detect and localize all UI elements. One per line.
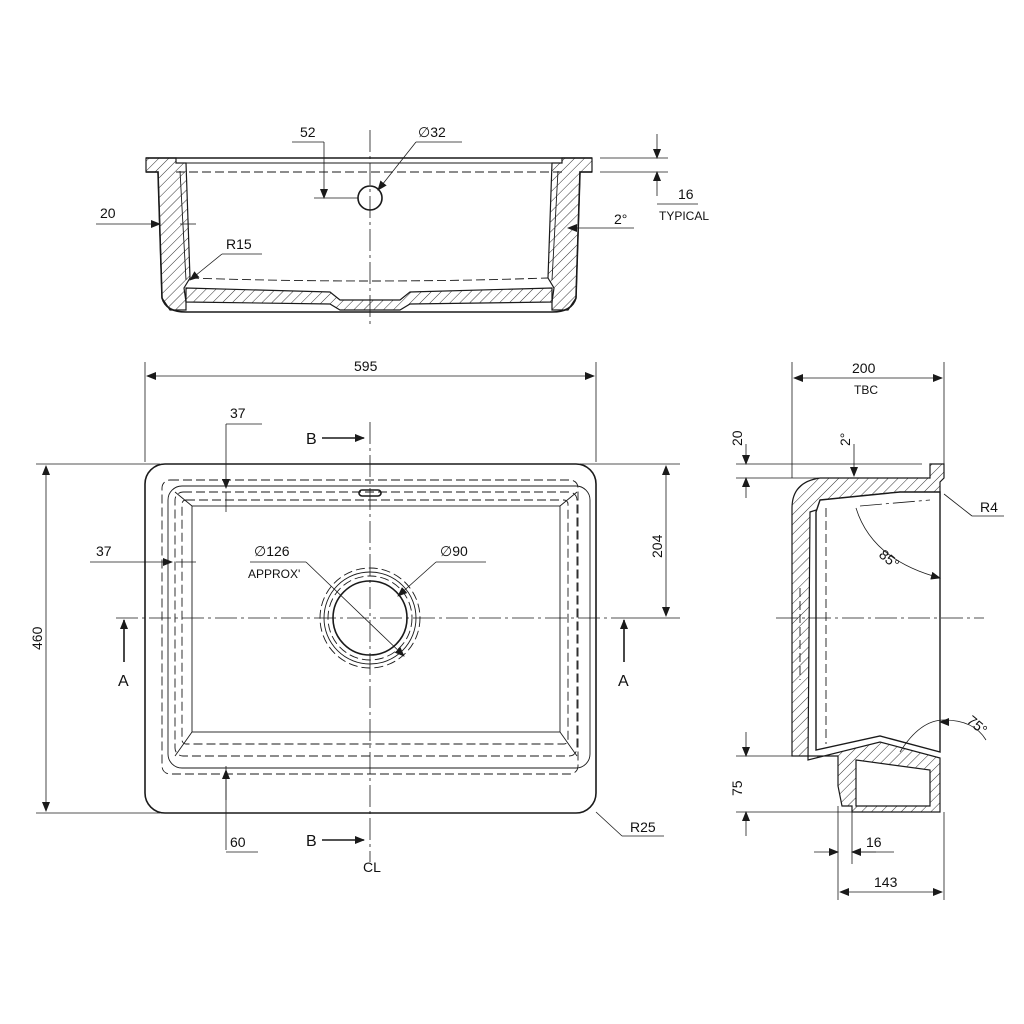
section-b-bottom: B — [306, 833, 317, 850]
side-foot-channel — [855, 759, 931, 807]
dim-dia90-label: ∅90 — [440, 543, 468, 559]
side-dim-75-label: 75 — [729, 780, 745, 796]
side-dim-tbc-label: TBC — [854, 383, 878, 397]
dim-20-label: 20 — [100, 205, 116, 221]
dim-approx-label: APPROX' — [248, 567, 300, 581]
section-a-left: A — [118, 673, 129, 690]
dim-37-top-label: 37 — [230, 405, 246, 421]
side-dim-2deg-label: 2° — [837, 433, 853, 446]
dim-595-label: 595 — [354, 358, 378, 374]
side-dim-75deg-label: 75° — [964, 712, 991, 738]
side-dim-r4-label: R4 — [980, 499, 998, 515]
section-b-top: B — [306, 431, 317, 448]
dim-dia126-label: ∅126 — [254, 543, 290, 559]
dim-52-label: 52 — [300, 124, 316, 140]
dim-460-label: 460 — [29, 626, 45, 650]
dim-typical-label: TYPICAL — [659, 209, 709, 223]
side-basin-cavity — [815, 491, 941, 753]
dim-60-label: 60 — [230, 834, 246, 850]
plan-basin-rim — [167, 485, 591, 769]
front-section-view: 52 ∅32 16 TYPICAL 20 2° R15 — [96, 124, 709, 326]
dim-16-label: 16 — [678, 186, 694, 202]
plan-outer-rim — [144, 463, 597, 814]
plan-view: 595 37 37 460 204 60 R25 ∅126 APPROX' — [29, 358, 680, 875]
dim-2deg-label: 2° — [614, 211, 627, 227]
side-dim-20-label: 20 — [729, 430, 745, 446]
side-dim-200-label: 200 — [852, 360, 876, 376]
dim-r25-label: R25 — [630, 819, 656, 835]
dim-204-label: 204 — [649, 534, 665, 558]
side-section-view: 200 TBC 20 2° R4 85° 75° 75 16 — [729, 360, 1004, 900]
dim-dia32-label: ∅32 — [418, 124, 446, 140]
centerline-symbol: CL — [363, 859, 381, 875]
front-bottom — [185, 287, 553, 311]
side-dim-16-label: 16 — [866, 834, 882, 850]
section-a-right: A — [618, 673, 629, 690]
dim-37-left-label: 37 — [96, 543, 112, 559]
side-dim-143-label: 143 — [874, 874, 898, 890]
dim-r15-label: R15 — [226, 236, 252, 252]
